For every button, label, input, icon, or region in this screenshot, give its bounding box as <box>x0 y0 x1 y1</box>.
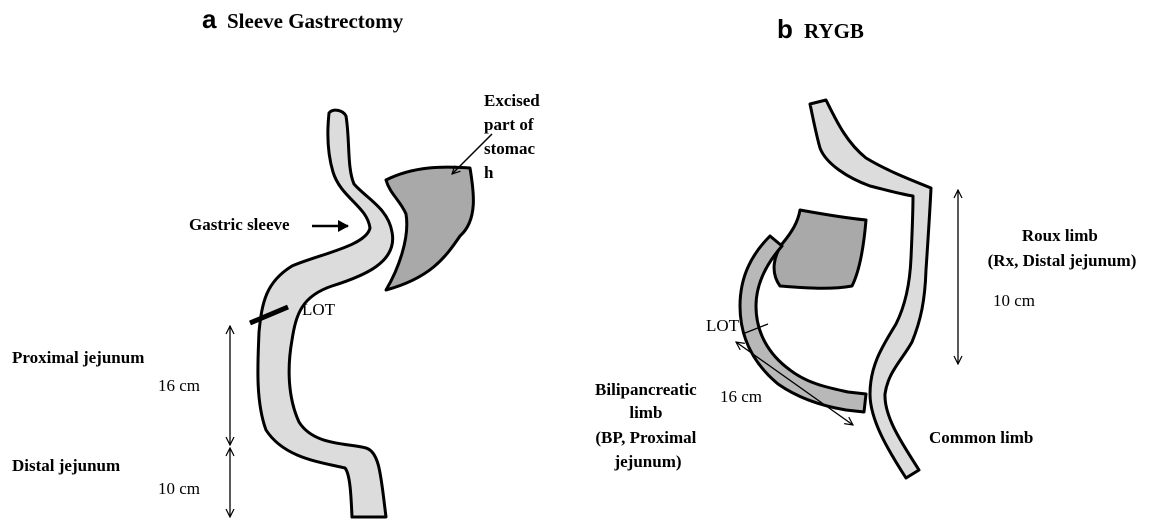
panel-a-letter: a <box>202 4 217 34</box>
common-limb-label: Common limb <box>929 428 1033 447</box>
panel-a: a Sleeve Gastrectomy Excised part of sto… <box>12 4 544 517</box>
gastric-sleeve-label: Gastric sleeve <box>189 215 290 234</box>
excised-stomach <box>386 167 473 290</box>
bp-limb-label: Bilipancreatic limb (BP, Proximal jejunu… <box>595 380 701 471</box>
roux-length-label: 10 cm <box>993 291 1035 310</box>
distal-jejunum-label: Distal jejunum <box>12 456 120 475</box>
remnant-stomach <box>774 210 866 288</box>
panel-b: b RYGB Roux limb (Rx, Distal jejunum) 10… <box>595 14 1136 478</box>
bp-length-label: 16 cm <box>720 387 762 406</box>
proximal-jejunum-label: Proximal jejunum <box>12 348 144 367</box>
excised-label: Excised part of stomac h <box>484 91 544 182</box>
distal-length-label: 10 cm <box>158 479 200 498</box>
bp-length-arrow <box>736 342 853 425</box>
lot-label-a: LOT <box>302 300 336 319</box>
lot-label-b: LOT <box>706 316 740 335</box>
panel-a-title: Sleeve Gastrectomy <box>227 9 404 33</box>
panel-b-title: RYGB <box>804 19 864 43</box>
proximal-length-label: 16 cm <box>158 376 200 395</box>
panel-b-letter: b <box>777 14 793 44</box>
roux-limb-label: Roux limb (Rx, Distal jejunum) <box>988 226 1137 270</box>
